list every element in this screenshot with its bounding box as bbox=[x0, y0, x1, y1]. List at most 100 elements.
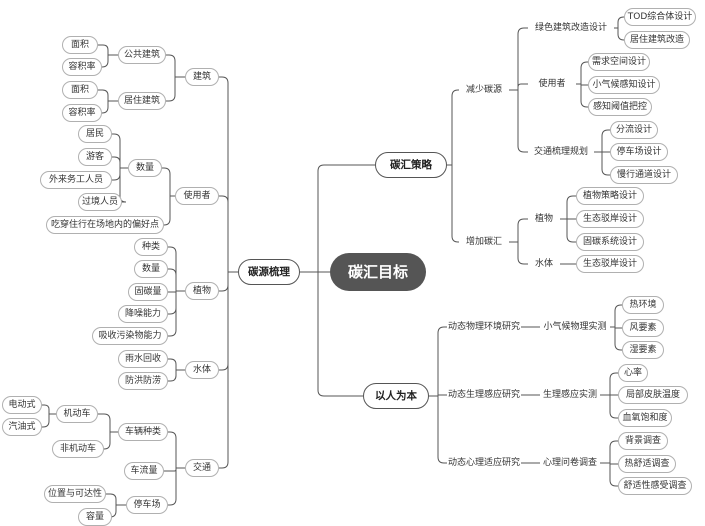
connector bbox=[576, 83, 588, 108]
public-bld-node: 公共建筑 bbox=[118, 46, 166, 64]
connector bbox=[429, 395, 447, 464]
connector bbox=[103, 431, 118, 450]
human-node: 以人为本 bbox=[363, 383, 429, 409]
pub-far-node: 容积率 bbox=[62, 58, 102, 76]
increase-node: 增加碳汇 bbox=[465, 236, 502, 247]
res-bld-node: 居住建筑 bbox=[118, 92, 166, 110]
bg-survey-node: 背景调查 bbox=[618, 432, 668, 450]
res-retrofit-node: 居住建筑改造 bbox=[624, 31, 690, 49]
parking-node: 停车场 bbox=[126, 496, 168, 514]
psych-method-node: 心理问卷调查 bbox=[542, 457, 597, 468]
connector bbox=[614, 27, 625, 41]
need-space-node: 需求空间设计 bbox=[588, 53, 650, 71]
connector bbox=[317, 271, 426, 397]
connector bbox=[112, 133, 128, 169]
eco-bank-water-node: 生态驳岸设计 bbox=[576, 255, 644, 273]
connector bbox=[614, 16, 624, 29]
heart-rate-node: 心率 bbox=[618, 364, 648, 382]
connector bbox=[98, 413, 118, 433]
connector bbox=[101, 54, 118, 68]
connector bbox=[219, 76, 238, 273]
tourist-node: 游客 bbox=[78, 148, 112, 166]
capacity-node: 容量 bbox=[78, 508, 112, 526]
resident-node: 居民 bbox=[78, 125, 112, 143]
connector bbox=[447, 164, 459, 243]
connector bbox=[594, 129, 610, 153]
src-traffic-node: 交通 bbox=[185, 459, 219, 477]
connector bbox=[109, 504, 126, 518]
flood-node: 防洪防涝 bbox=[118, 372, 168, 390]
thermal-survey-node: 热舒适调查 bbox=[618, 455, 676, 473]
plant-strategy-node: 植物策略设计 bbox=[576, 187, 644, 205]
connector bbox=[447, 89, 459, 166]
micro-perc-node: 小气候感知设计 bbox=[588, 76, 660, 94]
connector bbox=[576, 61, 588, 85]
noise-node: 降噪能力 bbox=[118, 305, 168, 323]
connector bbox=[610, 326, 622, 351]
connector bbox=[600, 394, 618, 419]
connector bbox=[98, 44, 118, 56]
connector bbox=[162, 167, 175, 197]
src-water-node: 水体 bbox=[185, 361, 219, 379]
pollutant-node: 吸收污染物能力 bbox=[92, 327, 168, 345]
eco-bank-node: 生态驳岸设计 bbox=[576, 210, 644, 228]
connector bbox=[168, 246, 185, 292]
connector bbox=[163, 195, 175, 226]
preference-node: 吃穿住行在场地内的偏好点 bbox=[46, 216, 164, 234]
diversion-node: 分流设计 bbox=[610, 121, 658, 139]
connector bbox=[166, 54, 185, 78]
connector bbox=[600, 440, 618, 464]
physio-method-node: 生理感应实测 bbox=[542, 389, 597, 400]
res-far-node: 容积率 bbox=[62, 104, 102, 122]
src-building-node: 建筑 bbox=[185, 68, 219, 86]
connector bbox=[168, 431, 185, 469]
connector bbox=[429, 394, 447, 397]
flow-node: 车流量 bbox=[124, 462, 164, 480]
reduce-users-node: 使用者 bbox=[538, 78, 566, 89]
connector bbox=[509, 27, 528, 91]
src-users-node: 使用者 bbox=[175, 187, 219, 205]
connector bbox=[560, 195, 576, 220]
transit-node: 过境人员 bbox=[78, 193, 122, 211]
strategy-node: 碳汇策略 bbox=[375, 152, 447, 178]
rain-node: 雨水回收 bbox=[118, 350, 168, 368]
gasoline-node: 汽油式 bbox=[2, 418, 42, 436]
src-plants-node: 植物 bbox=[185, 282, 219, 300]
tod-node: TOD综合体设计 bbox=[624, 8, 696, 26]
psych-node: 动态心理适应研究 bbox=[447, 457, 520, 468]
res-area-node: 面积 bbox=[62, 81, 98, 99]
connector bbox=[112, 156, 128, 169]
species-node: 种类 bbox=[134, 238, 168, 256]
connector bbox=[42, 413, 56, 428]
physical-node: 动态物理环境研究 bbox=[447, 321, 520, 332]
connector bbox=[168, 369, 185, 382]
reduce-traffic-node: 交通梳理规划 bbox=[533, 146, 588, 157]
reduce-node: 减少碳源 bbox=[465, 84, 502, 95]
location-node: 位置与可达性 bbox=[44, 485, 106, 503]
migrant-node: 外来务工人员 bbox=[40, 171, 112, 189]
connector bbox=[168, 358, 185, 371]
count-node: 数量 bbox=[128, 159, 162, 177]
connector bbox=[168, 268, 185, 292]
connector bbox=[42, 404, 56, 415]
connector bbox=[101, 100, 118, 114]
connector bbox=[560, 218, 576, 243]
plant-count-node: 数量 bbox=[134, 260, 168, 278]
inc-water-node: 水体 bbox=[534, 258, 553, 269]
slow-lane-node: 慢行通道设计 bbox=[610, 166, 678, 184]
vehicle-type-node: 车辆种类 bbox=[118, 423, 168, 441]
comfort-survey-node: 舒适性感受调查 bbox=[618, 477, 692, 495]
connector bbox=[219, 271, 238, 469]
wind-node: 风要素 bbox=[622, 319, 664, 337]
thermal-env-node: 热环境 bbox=[622, 296, 664, 314]
connector bbox=[119, 167, 128, 203]
connector bbox=[509, 89, 528, 153]
connector bbox=[610, 304, 622, 328]
non-motor-node: 非机动车 bbox=[52, 440, 104, 458]
connector bbox=[168, 290, 185, 337]
parking-design-node: 停车场设计 bbox=[610, 143, 668, 161]
green-building-node: 绿色建筑改造设计 bbox=[534, 22, 607, 33]
physical-method-node: 小气候物理实测 bbox=[543, 321, 607, 332]
connector bbox=[317, 164, 426, 273]
